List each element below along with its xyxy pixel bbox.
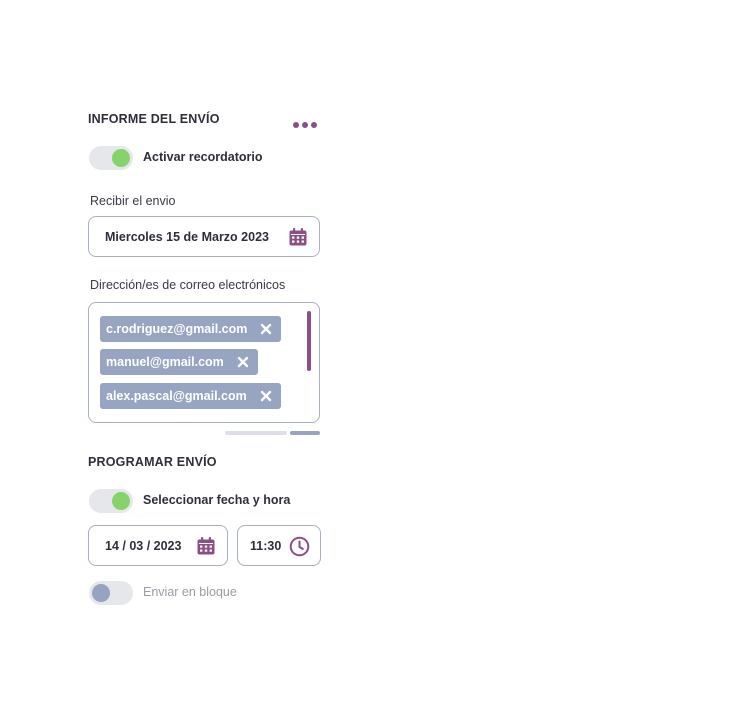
receive-date-field[interactable]: Miercoles 15 de Marzo 2023 — [88, 216, 320, 257]
more-options-icon[interactable] — [293, 115, 320, 133]
calendar-icon[interactable] — [196, 536, 216, 556]
clock-icon[interactable] — [289, 536, 310, 557]
date-time-toggle-label: Seleccionar fecha y hora — [143, 493, 291, 507]
time-field[interactable]: 11:30 — [237, 525, 321, 566]
close-icon[interactable] — [236, 355, 250, 369]
email-chip-label: c.rodriguez@gmail.com — [106, 322, 248, 336]
emails-label: Dirección/es de correo electrónicos — [90, 278, 286, 292]
close-icon[interactable] — [259, 322, 273, 336]
emails-field[interactable]: c.rodriguez@gmail.com manuel@gmail.com a… — [88, 302, 320, 423]
email-chip: c.rodriguez@gmail.com — [100, 316, 282, 342]
vertical-scrollbar[interactable] — [307, 311, 311, 371]
report-section-title: INFORME DEL ENVÍO — [88, 112, 220, 126]
date-value: 14 / 03 / 2023 — [105, 539, 182, 553]
receive-date-value: Miercoles 15 de Marzo 2023 — [105, 230, 269, 244]
time-value: 11:30 — [250, 539, 282, 553]
toggle-knob — [112, 149, 130, 167]
close-icon[interactable] — [259, 389, 273, 403]
toggle-knob — [92, 584, 110, 602]
date-field[interactable]: 14 / 03 / 2023 — [88, 525, 228, 566]
toggle-knob — [112, 492, 130, 510]
date-time-toggle[interactable] — [89, 489, 133, 513]
block-send-toggle[interactable] — [89, 581, 133, 605]
horizontal-scrollbar[interactable] — [290, 431, 320, 435]
receive-date-label: Recibir el envio — [90, 194, 176, 208]
email-chip-label: manuel@gmail.com — [106, 355, 224, 369]
email-chip: manuel@gmail.com — [100, 349, 258, 375]
horizontal-scroll-track[interactable] — [225, 431, 287, 435]
block-send-toggle-label: Enviar en bloque — [143, 585, 237, 599]
calendar-icon[interactable] — [288, 227, 308, 247]
email-chip-label: alex.pascal@gmail.com — [106, 389, 247, 403]
reminder-toggle-label: Activar recordatorio — [143, 150, 263, 164]
email-chip: alex.pascal@gmail.com — [100, 383, 281, 409]
reminder-toggle[interactable] — [89, 146, 133, 170]
schedule-section-title: PROGRAMAR ENVÍO — [88, 455, 217, 469]
